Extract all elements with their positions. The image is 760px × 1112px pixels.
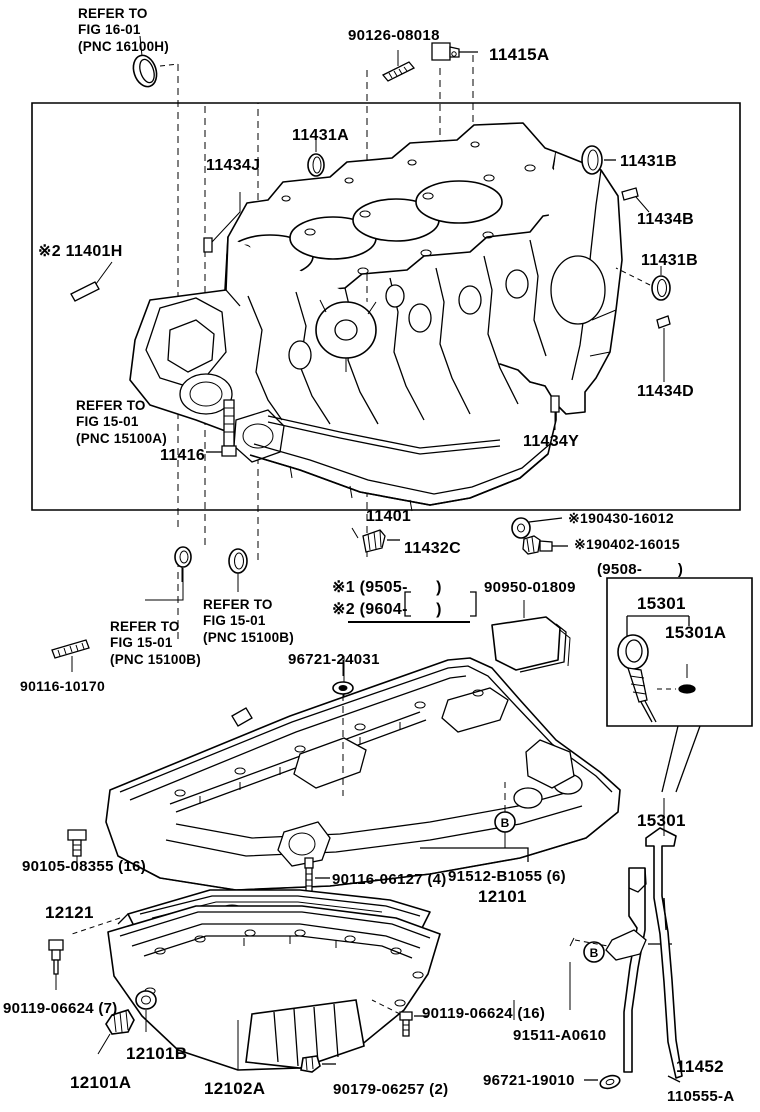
- oil-seal-16100h: [132, 35, 179, 88]
- label-11434y: 11434Y: [523, 433, 580, 450]
- bolt-90105-08355: [67, 829, 87, 866]
- washer-190430: [511, 517, 563, 539]
- label-96721-24031: 96721-24031: [288, 651, 380, 668]
- dowel-11434d: [656, 315, 671, 382]
- bolt-90119-06624-7: [48, 939, 64, 990]
- plug-11431b-right: [615, 266, 671, 301]
- washer-96721-24031: [332, 660, 354, 796]
- plug-11432c: [351, 527, 400, 553]
- svg-text:B: B: [590, 946, 599, 960]
- label-11434b: 11434B: [637, 211, 694, 228]
- label-12101a: 12101A: [70, 1073, 132, 1092]
- label-90116-06127: 90116-06127 (4): [332, 871, 447, 888]
- plug-11431a: [307, 140, 325, 177]
- label-91511-a0610: 91511-A0610: [513, 1027, 607, 1044]
- bolt-90119-06624-16: [371, 999, 428, 1037]
- part-12101a: [97, 1009, 135, 1055]
- inset-label-15301a: 15301A: [665, 623, 727, 642]
- label-11434d: 11434D: [637, 383, 694, 400]
- label-11415a: 11415A: [489, 45, 550, 64]
- label-12101: 12101: [478, 887, 527, 906]
- seal-15100b-right: [228, 548, 248, 592]
- dowel-11434b: [621, 187, 650, 213]
- label-90105-08355: 90105-08355 (16): [22, 858, 147, 875]
- label-11431b-top: 11431B: [620, 153, 677, 170]
- refer-fig-15-01-b-left: REFER TO FIG 15-01 (PNC 15100B): [110, 619, 201, 667]
- dowel-11434j: [203, 192, 241, 253]
- label-96721-19010: 96721-19010: [483, 1072, 575, 1089]
- stud-bolt-90126: [381, 50, 416, 82]
- label-11452: 11452: [676, 1057, 724, 1076]
- label-90126-08018: 90126-08018: [348, 27, 440, 44]
- oil-pan-upper: [105, 657, 621, 891]
- note-1: ※1 (9505- ): [332, 579, 442, 596]
- plug-11415a: [431, 42, 478, 61]
- svg-text:B: B: [501, 816, 510, 830]
- label-190430-16012: ※190430-16012: [568, 510, 674, 526]
- inset-label-15301: 15301: [637, 594, 686, 613]
- note-2: ※2 (9604- ): [332, 601, 442, 618]
- part-12101b: [135, 990, 157, 1032]
- label-190402-16015: ※190402-16015: [574, 536, 680, 552]
- washer-96721-19010: [584, 1074, 621, 1090]
- label-11401h: ※2 11401H: [38, 243, 123, 260]
- refer-fig-15-01-a: REFER TO FIG 15-01 (PNC 15100A): [76, 398, 167, 446]
- bolt-90116-10170: [51, 639, 90, 672]
- dipstick-tube-11452: B: [569, 867, 672, 1073]
- block-frame: [31, 102, 741, 511]
- label-12121: 12121: [45, 903, 94, 922]
- label-11416: 11416: [160, 447, 206, 464]
- dipstick-15301: [645, 798, 683, 1083]
- label-12102a: 12102A: [204, 1079, 266, 1098]
- label-15301-pan: 15301: [637, 811, 686, 830]
- callout-b-pan: B: [494, 782, 516, 848]
- label-12101b: 12101B: [126, 1044, 188, 1063]
- seal-15100b-left: [174, 546, 192, 568]
- label-90179-06257: 90179-06257 (2): [333, 1081, 449, 1098]
- label-11432c: 11432C: [404, 540, 461, 557]
- diagram-id: 110555-A: [667, 1088, 735, 1105]
- gasket-90950: [491, 600, 571, 673]
- label-11434j: 11434J: [206, 157, 261, 174]
- inset-header: (9508- ): [597, 561, 684, 578]
- label-11431b-right: 11431B: [641, 252, 698, 269]
- refer-fig-16-01: REFER TO FIG 16-01 (PNC 16100H): [78, 6, 169, 54]
- cylinder-block-body: [129, 122, 623, 512]
- label-11431a: 11431A: [292, 127, 349, 144]
- oil-pan-lower: [107, 905, 441, 1071]
- clip-90179-06257: [300, 1055, 336, 1073]
- bolt-90116-06127: [304, 857, 330, 893]
- dowel-11434y: [550, 395, 560, 430]
- label-90119-06624-7: 90119-06624 (7): [3, 1000, 118, 1017]
- label-11401: 11401: [366, 508, 412, 525]
- bolt-11416: [206, 399, 237, 457]
- label-90119-06624-16: 90119-06624 (16): [422, 1005, 546, 1022]
- label-90116-10170: 90116-10170: [20, 678, 106, 694]
- note-brackets: [348, 591, 477, 623]
- bolt-190402: [522, 535, 568, 555]
- plug-11431b-top: [581, 145, 616, 175]
- bolt-11401h: [70, 261, 113, 302]
- inset-box-frame: [606, 577, 753, 793]
- label-90950-01809: 90950-01809: [484, 579, 576, 596]
- label-91512-b1055: 91512-B1055 (6): [448, 868, 566, 885]
- refer-fig-15-01-b-right: REFER TO FIG 15-01 (PNC 15100B): [203, 597, 294, 645]
